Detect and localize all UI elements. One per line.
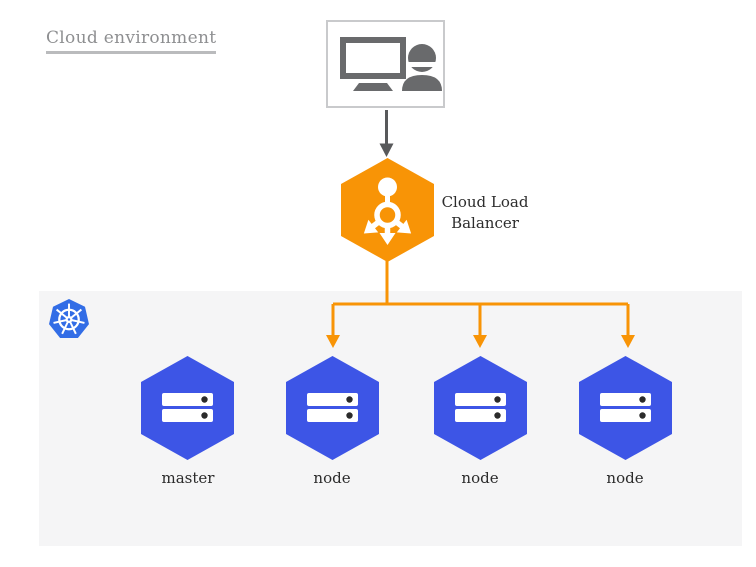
load-balancer-label: Cloud Load Balancer bbox=[441, 193, 529, 232]
worker-node-label: node bbox=[313, 469, 351, 487]
lb-fanout-lines bbox=[331, 258, 630, 336]
page-title: Cloud environment bbox=[46, 28, 217, 54]
kubernetes-logo-icon bbox=[48, 299, 90, 340]
lb-fanout-arrowheads bbox=[326, 335, 635, 348]
workstation-user-icon bbox=[340, 37, 442, 91]
master-node-label: master bbox=[161, 469, 215, 487]
worker-node-hexagon bbox=[579, 356, 672, 460]
worker-node-hexagon bbox=[286, 356, 379, 460]
master-node-hexagon bbox=[141, 356, 234, 460]
worker-node-hexagon bbox=[434, 356, 527, 460]
server-icon bbox=[307, 393, 358, 422]
load-balancer-icon bbox=[358, 177, 417, 245]
client-workstation-box bbox=[326, 20, 445, 108]
client-to-lb-arrow bbox=[379, 110, 394, 157]
server-icon bbox=[600, 393, 651, 422]
server-icon bbox=[162, 393, 213, 422]
worker-node-label: node bbox=[606, 469, 644, 487]
worker-node-label: node bbox=[461, 469, 499, 487]
server-icon bbox=[455, 393, 506, 422]
